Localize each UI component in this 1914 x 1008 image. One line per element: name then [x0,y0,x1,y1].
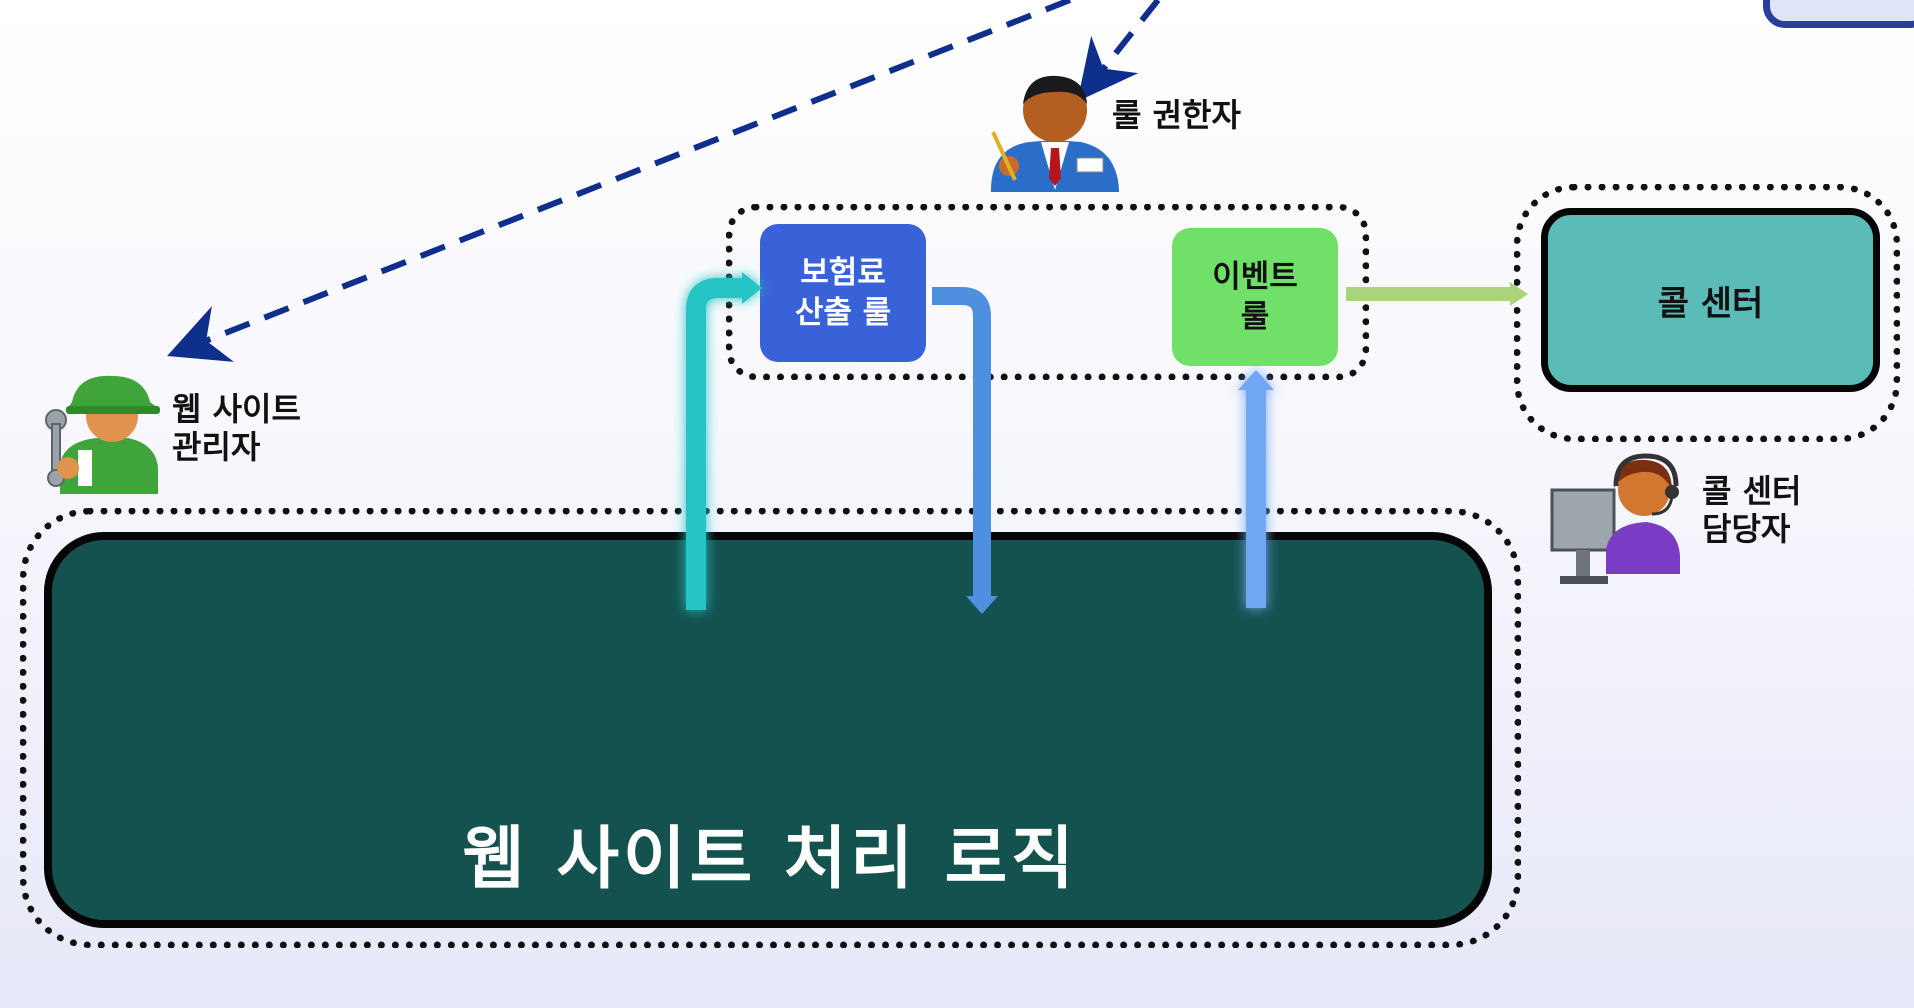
businessman-icon [991,75,1119,192]
rule-authority-label: 룰 권한자 [1112,96,1241,134]
dashed-arrow-to-admin [167,0,1072,362]
call-center-label: 콜 센터 [1657,283,1764,324]
mechanic-icon [45,375,160,494]
green-arrow-to-call-center [1346,282,1528,306]
call-agent-icon [1550,453,1680,584]
main-logic-outline [20,508,1521,948]
blue-arrow-from-premium-rule [932,287,998,614]
site-admin-label: 웹 사이트 관리자 [172,390,301,466]
call-center-box[interactable]: 콜 센터 [1541,208,1880,392]
corner-tab [1763,0,1914,28]
call-center-outline [1514,184,1900,442]
main-logic-title: 웹 사이트 처리 로직 [462,820,1078,899]
premium-rule-box[interactable]: 보험료 산출 룰 [760,224,926,362]
cyan-arrow-to-premium-rule [686,272,762,610]
blue-arrow-to-event-rule [1238,370,1274,608]
call-agent-label: 콜 센터 담당자 [1702,472,1802,548]
event-rule-box[interactable]: 이벤트 룰 [1172,228,1338,366]
dashed-arrow-to-authority [1077,0,1161,102]
